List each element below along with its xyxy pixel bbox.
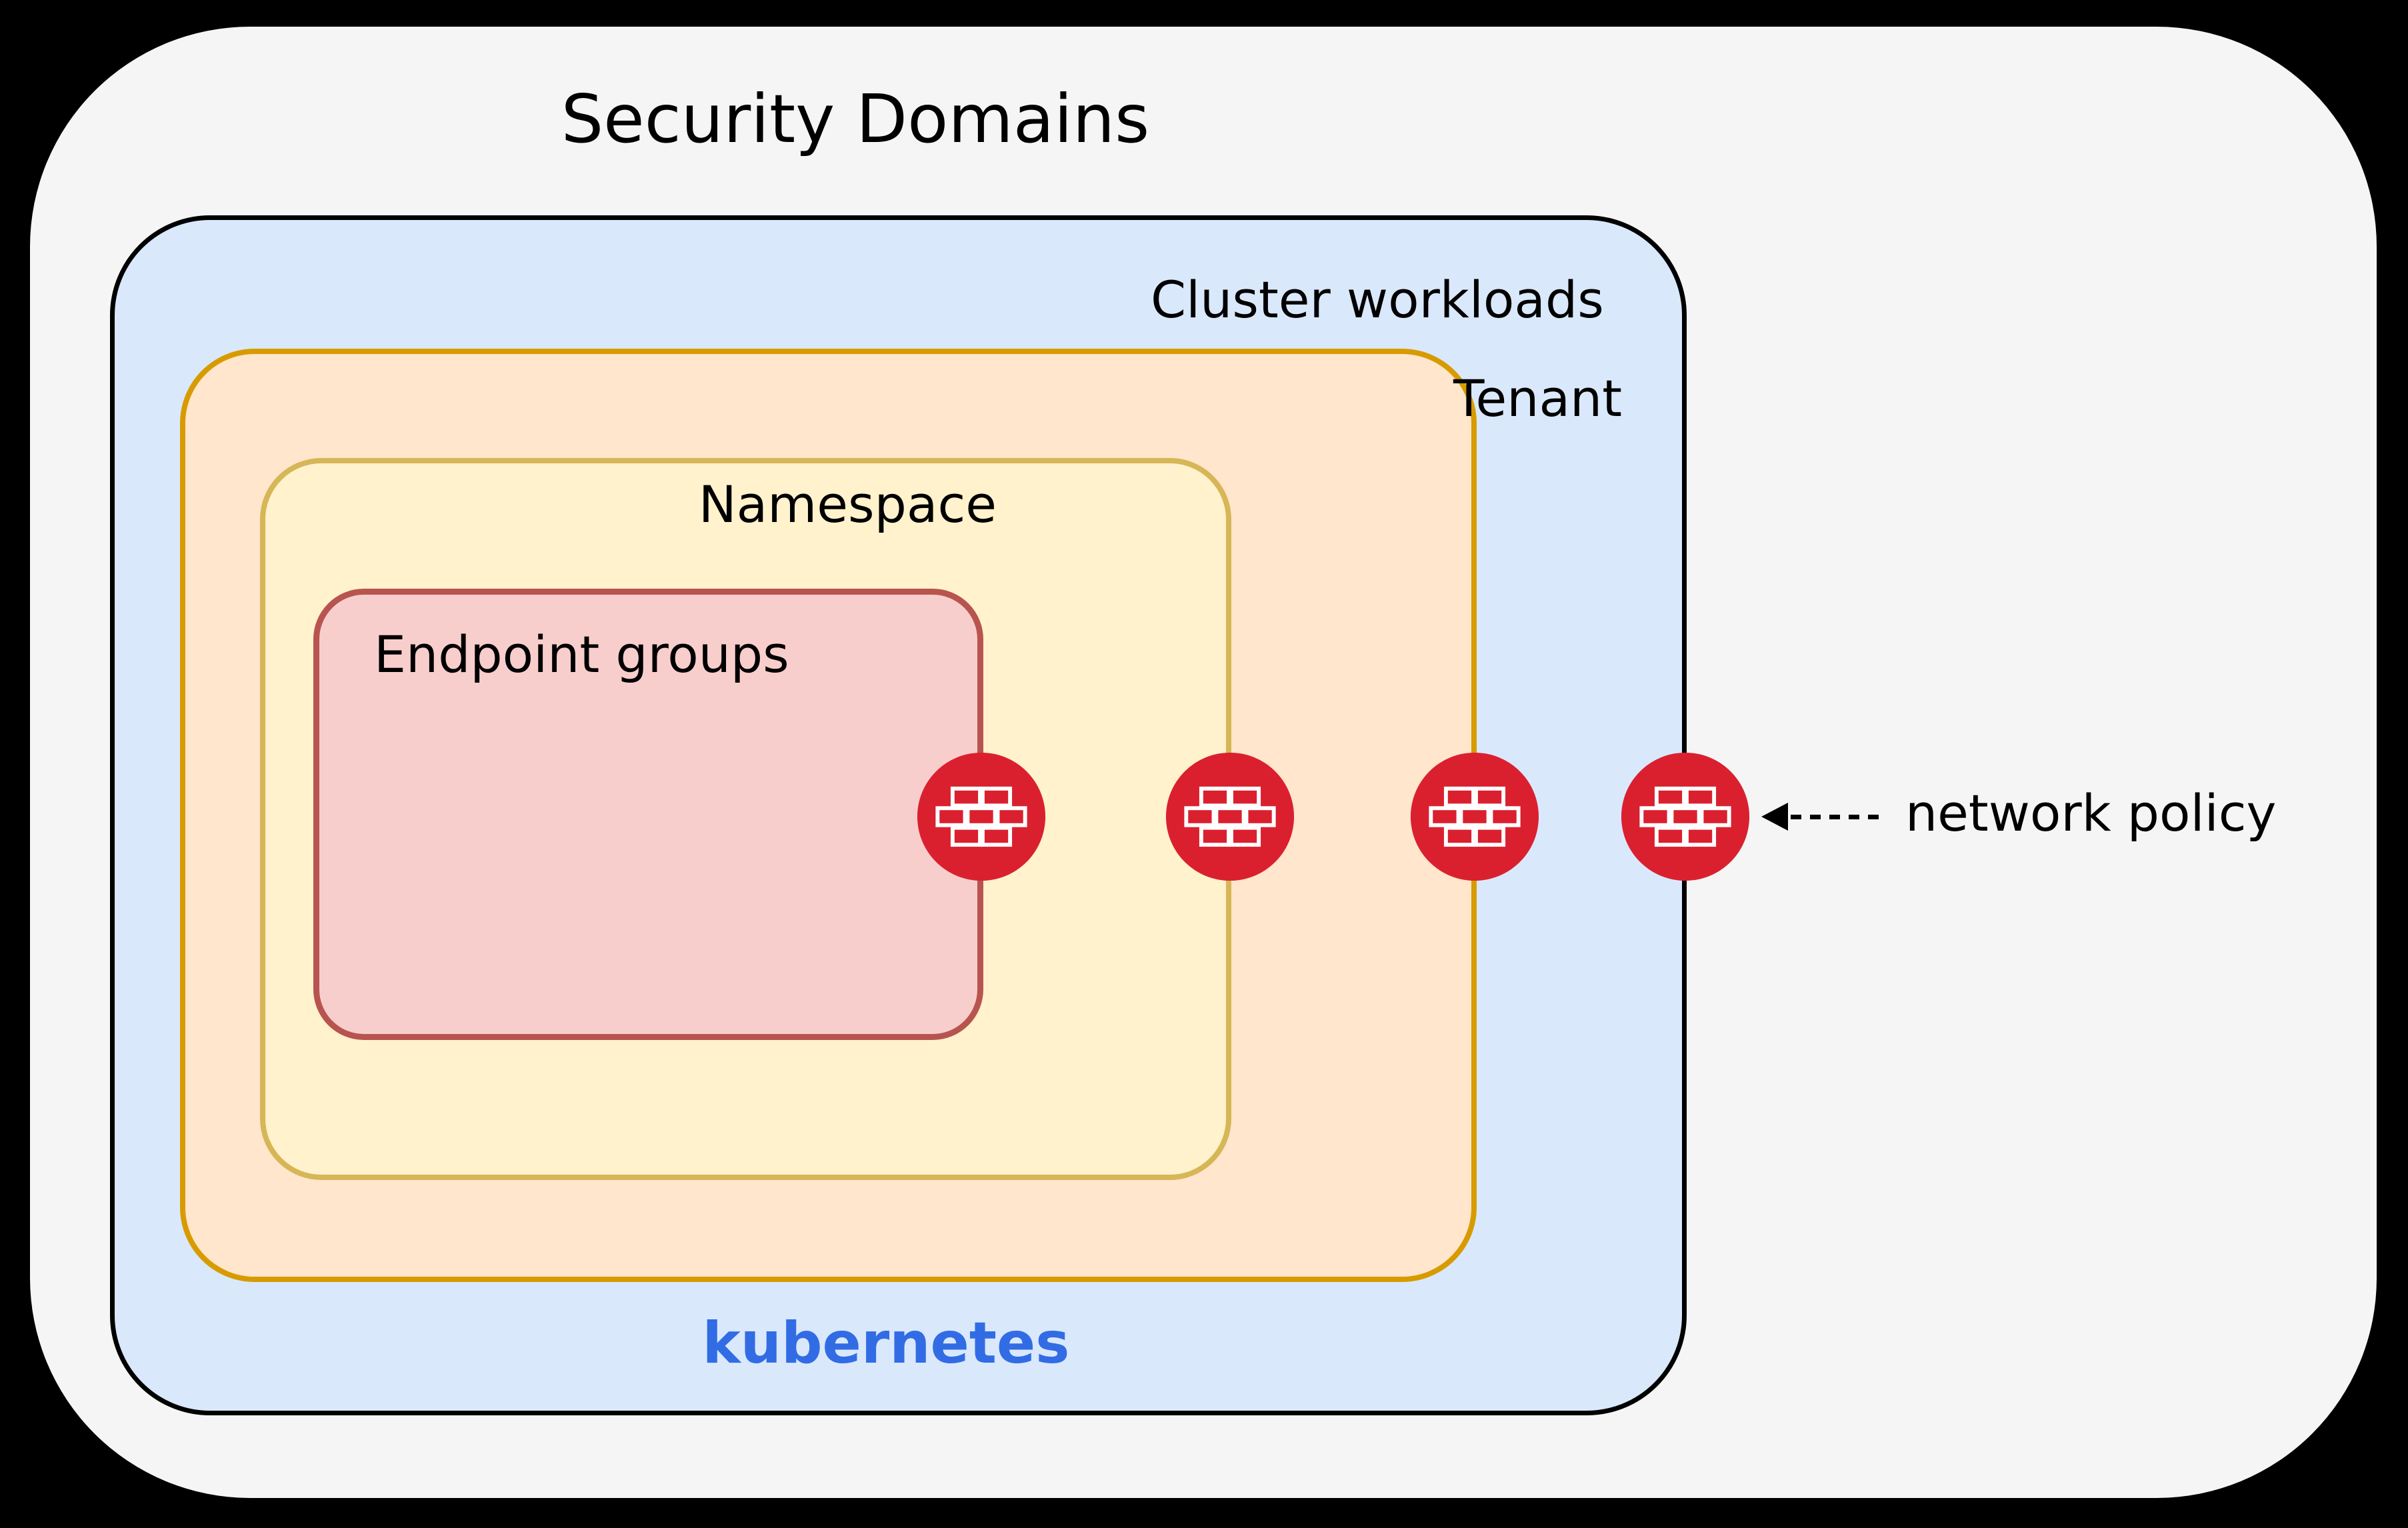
network-policy-arrow	[1761, 803, 1888, 831]
firewall-icon	[1165, 752, 1295, 881]
namespace-label: Namespace	[698, 475, 997, 534]
network-policy-label: network policy	[1905, 783, 2277, 843]
endpoint-groups-label: Endpoint groups	[374, 625, 789, 684]
firewall-icon	[917, 752, 1046, 881]
firewall-icon	[1621, 752, 1750, 881]
arrow-head-icon	[1761, 803, 1788, 831]
firewall-icon	[1410, 752, 1539, 881]
cluster-workloads-label: Cluster workloads	[1151, 270, 1604, 329]
kubernetes-label: kubernetes	[702, 1310, 1070, 1377]
tenant-label: Tenant	[1453, 369, 1622, 428]
page-title: Security Domains	[561, 80, 1150, 158]
arrow-dashes	[1791, 815, 1887, 819]
endpoint-groups-box	[313, 589, 983, 1040]
